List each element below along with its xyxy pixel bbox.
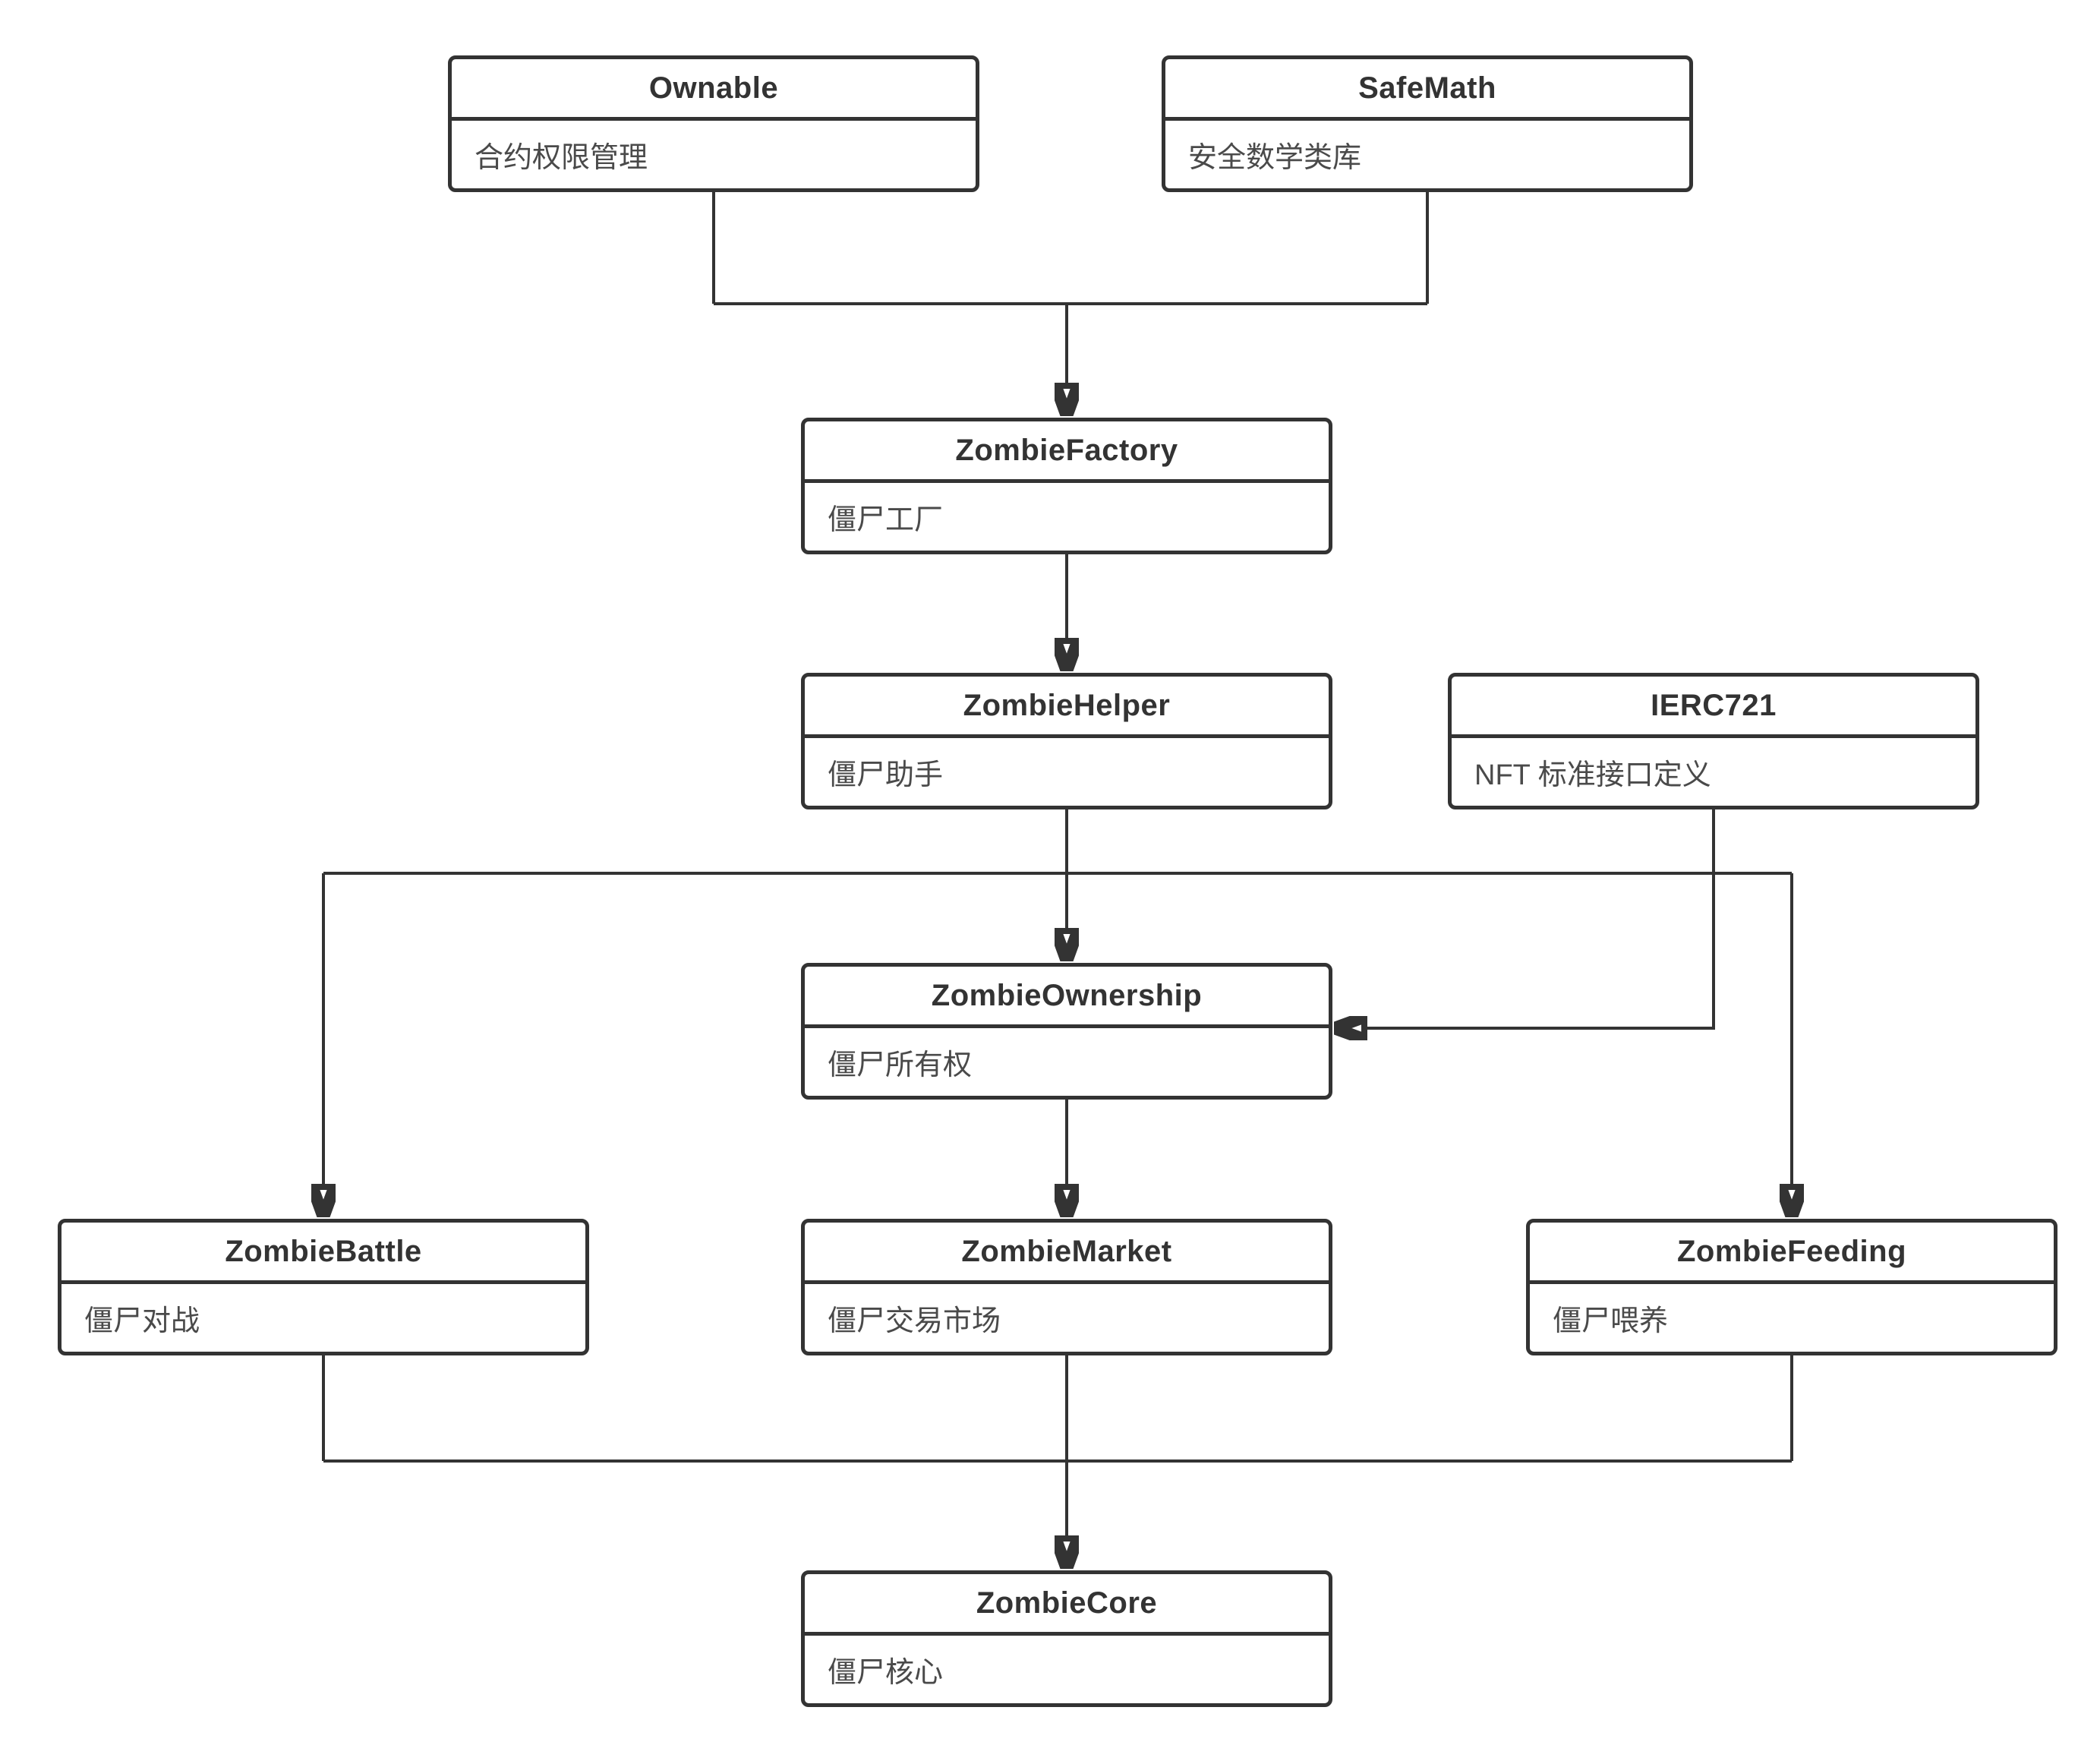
- node-desc: 僵尸核心: [828, 1657, 944, 1689]
- node-desc: 僵尸工厂: [828, 504, 944, 536]
- node-desc: NFT 标准接口定义: [1474, 759, 1711, 791]
- node-desc: 僵尸交易市场: [828, 1305, 1001, 1337]
- node-desc: 合约权限管理: [475, 142, 648, 174]
- node-title: ZombieBattle: [61, 1223, 585, 1284]
- node-title: IERC721: [1452, 677, 1975, 738]
- node-desc: 僵尸喂养: [1553, 1305, 1669, 1337]
- node-zombiefeeding: ZombieFeeding 僵尸喂养: [1526, 1219, 2057, 1355]
- node-title: ZombieFeeding: [1530, 1223, 2054, 1284]
- node-desc: 僵尸助手: [828, 759, 944, 791]
- node-desc: 僵尸所有权: [828, 1049, 973, 1081]
- node-title: ZombieMarket: [805, 1223, 1329, 1284]
- node-zombieownership: ZombieOwnership 僵尸所有权: [801, 963, 1332, 1100]
- node-zombiebattle: ZombieBattle 僵尸对战: [58, 1219, 589, 1355]
- node-title: ZombieCore: [805, 1574, 1329, 1636]
- node-title: Ownable: [452, 59, 976, 121]
- node-title: ZombieHelper: [805, 677, 1329, 738]
- node-zombiecore: ZombieCore 僵尸核心: [801, 1570, 1332, 1707]
- node-ierc721: IERC721 NFT 标准接口定义: [1448, 673, 1979, 809]
- edge-ierc721-to-ownership: [1366, 809, 1715, 1028]
- node-zombiehelper: ZombieHelper 僵尸助手: [801, 673, 1332, 809]
- node-zombiemarket: ZombieMarket 僵尸交易市场: [801, 1219, 1332, 1355]
- node-zombiefactory: ZombieFactory 僵尸工厂: [801, 418, 1332, 554]
- node-title: SafeMath: [1165, 59, 1689, 121]
- node-safemath: SafeMath 安全数学类库: [1162, 55, 1693, 192]
- node-desc: 安全数学类库: [1188, 142, 1362, 174]
- node-title: ZombieFactory: [805, 421, 1329, 483]
- node-desc: 僵尸对战: [84, 1305, 200, 1337]
- node-title: ZombieOwnership: [805, 967, 1329, 1028]
- node-ownable: Ownable 合约权限管理: [448, 55, 979, 192]
